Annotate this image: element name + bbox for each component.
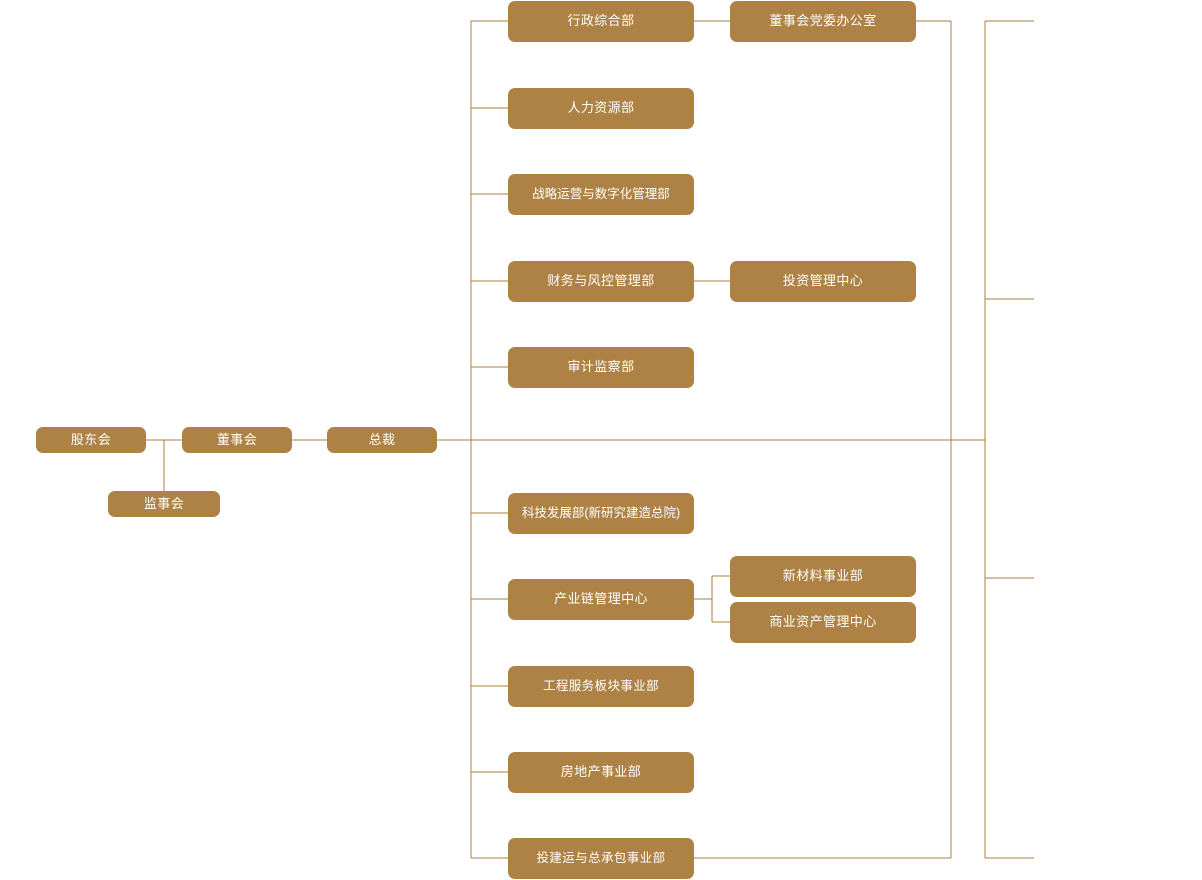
- node-label: 董事会: [216, 431, 258, 447]
- node-president[interactable]: 总裁: [327, 427, 437, 453]
- node-label: 产业链管理中心: [554, 591, 648, 607]
- node-label: 总裁: [368, 431, 396, 447]
- node-label: 商业资产管理中心: [769, 614, 877, 630]
- node-audit-supervision-dept[interactable]: 审计监察部: [508, 347, 694, 388]
- node-label: 投建运与总承包事业部: [536, 850, 666, 865]
- node-shareholders-meeting[interactable]: 股东会: [36, 427, 146, 453]
- node-label: 行政综合部: [567, 13, 635, 29]
- node-label: 房地产事业部: [560, 764, 642, 780]
- node-label: 新材料事业部: [782, 568, 864, 584]
- node-label: 监事会: [143, 495, 185, 511]
- node-board-of-directors[interactable]: 董事会: [182, 427, 292, 453]
- node-tech-development-dept[interactable]: 科技发展部(新研究建造总院): [508, 493, 694, 534]
- node-industry-chain-center[interactable]: 产业链管理中心: [508, 579, 694, 620]
- node-label: 董事会党委办公室: [769, 13, 877, 29]
- node-new-materials-division[interactable]: 新材料事业部: [730, 556, 916, 597]
- node-invest-build-epc-division[interactable]: 投建运与总承包事业部: [508, 838, 694, 879]
- node-finance-risk-dept[interactable]: 财务与风控管理部: [508, 261, 694, 302]
- node-label: 股东会: [70, 431, 112, 447]
- node-label: 战略运营与数字化管理部: [532, 186, 670, 201]
- node-label: 审计监察部: [567, 359, 635, 375]
- node-label: 投资管理中心: [782, 273, 864, 289]
- node-board-party-office[interactable]: 董事会党委办公室: [730, 1, 916, 42]
- node-commercial-asset-center[interactable]: 商业资产管理中心: [730, 602, 916, 643]
- node-supervisory-board[interactable]: 监事会: [108, 491, 220, 517]
- node-strategy-ops-digital-dept[interactable]: 战略运营与数字化管理部: [508, 174, 694, 215]
- node-label: 财务与风控管理部: [547, 273, 655, 289]
- node-label: 科技发展部(新研究建造总院): [521, 505, 681, 520]
- node-label: 人力资源部: [567, 100, 635, 116]
- node-admin-general-dept[interactable]: 行政综合部: [508, 1, 694, 42]
- node-label: 工程服务板块事业部: [542, 678, 660, 693]
- node-engineering-services-division[interactable]: 工程服务板块事业部: [508, 666, 694, 707]
- node-human-resources-dept[interactable]: 人力资源部: [508, 88, 694, 129]
- node-investment-mgmt-center[interactable]: 投资管理中心: [730, 261, 916, 302]
- node-real-estate-division[interactable]: 房地产事业部: [508, 752, 694, 793]
